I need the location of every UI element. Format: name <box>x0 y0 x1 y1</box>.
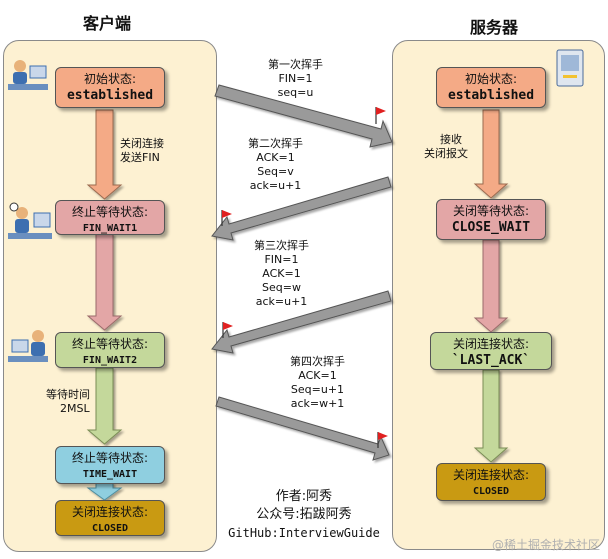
wechat-account: 公众号:拓跋阿秀 <box>256 507 352 522</box>
user-computer-icon <box>8 60 48 90</box>
state-label: 关闭连接状态: <box>452 337 530 351</box>
user-computer-icon <box>8 202 52 239</box>
state-name: established <box>66 88 154 103</box>
client-transition-close: 关闭连接 发送FIN <box>120 137 164 164</box>
client-arrow-3 <box>86 367 123 445</box>
state-label: 终止等待状态: <box>71 451 149 465</box>
client-state-established: 初始状态: established <box>55 67 165 108</box>
wave-label-1: 第一次挥手 FIN=1 seq=u <box>268 58 323 99</box>
state-name: `LAST_ACK` <box>451 353 531 368</box>
state-name: FIN_WAIT2 <box>82 355 138 366</box>
server-title: 服务器 <box>470 18 519 37</box>
server-state-last-ack: 关闭连接状态: `LAST_ACK` <box>430 332 552 370</box>
watermark: @稀土掘金技术社区 <box>491 538 600 552</box>
wave-arrow-1 <box>214 84 393 148</box>
server-arrow-3 <box>473 369 509 463</box>
client-arrow-2 <box>86 233 123 331</box>
state-name: CLOSED <box>91 523 129 534</box>
client-state-closed: 关闭连接状态: CLOSED <box>55 500 165 536</box>
state-name: TIME_WAIT <box>82 469 138 480</box>
wave-label-4: 第四次挥手 ACK=1 Seq=u+1 ack=w+1 <box>290 355 345 410</box>
state-label: 关闭连接状态: <box>452 468 530 482</box>
state-label: 终止等待状态: <box>71 205 149 219</box>
flag-icon <box>377 432 388 448</box>
client-state-fin-wait2: 终止等待状态: FIN_WAIT2 <box>55 332 165 368</box>
state-label: 终止等待状态: <box>71 337 149 351</box>
state-name: CLOSED <box>472 486 510 497</box>
state-name: FIN_WAIT1 <box>82 223 138 234</box>
flag-icon <box>375 107 386 124</box>
server-icon <box>556 49 584 87</box>
client-state-fin-wait1: 终止等待状态: FIN_WAIT1 <box>55 200 165 235</box>
client-title: 客户端 <box>83 14 132 33</box>
wave-arrow-3 <box>211 290 392 354</box>
server-transition-recv: 接收 关闭报文 <box>424 133 468 160</box>
state-label: 关闭等待状态: <box>452 204 530 218</box>
server-state-established: 初始状态: established <box>436 67 546 108</box>
wave-label-3: 第三次挥手 FIN=1 ACK=1 Seq=w ack=u+1 <box>254 239 309 308</box>
state-label: 关闭连接状态: <box>71 505 149 519</box>
user-computer-icon <box>8 330 48 362</box>
client-arrow-4 <box>86 482 123 501</box>
wave-arrow-2 <box>211 176 392 241</box>
client-transition-wait: 等待时间 2MSL <box>46 388 90 415</box>
state-name: CLOSE_WAIT <box>451 220 531 235</box>
state-name: established <box>447 88 535 103</box>
github-repo: GitHub:InterviewGuide <box>228 526 380 540</box>
server-state-closed: 关闭连接状态: CLOSED <box>436 463 546 501</box>
wave-arrow-4 <box>215 396 390 461</box>
state-label: 初始状态: <box>464 72 518 86</box>
client-state-time-wait: 终止等待状态: TIME_WAIT <box>55 446 165 484</box>
client-arrow-1 <box>86 109 123 200</box>
state-label: 初始状态: <box>83 72 137 86</box>
server-arrow-1 <box>473 109 509 199</box>
flag-icon <box>222 322 233 338</box>
author: 作者:阿秀 <box>275 489 333 504</box>
server-state-close-wait: 关闭等待状态: CLOSE_WAIT <box>436 199 546 240</box>
flag-icon <box>221 210 232 226</box>
wave-label-2: 第二次挥手 ACK=1 Seq=v ack=u+1 <box>248 137 303 192</box>
author-footer: 作者:阿秀 公众号:拓跋阿秀 GitHub:InterviewGuide <box>212 488 396 542</box>
server-arrow-2 <box>473 239 509 333</box>
